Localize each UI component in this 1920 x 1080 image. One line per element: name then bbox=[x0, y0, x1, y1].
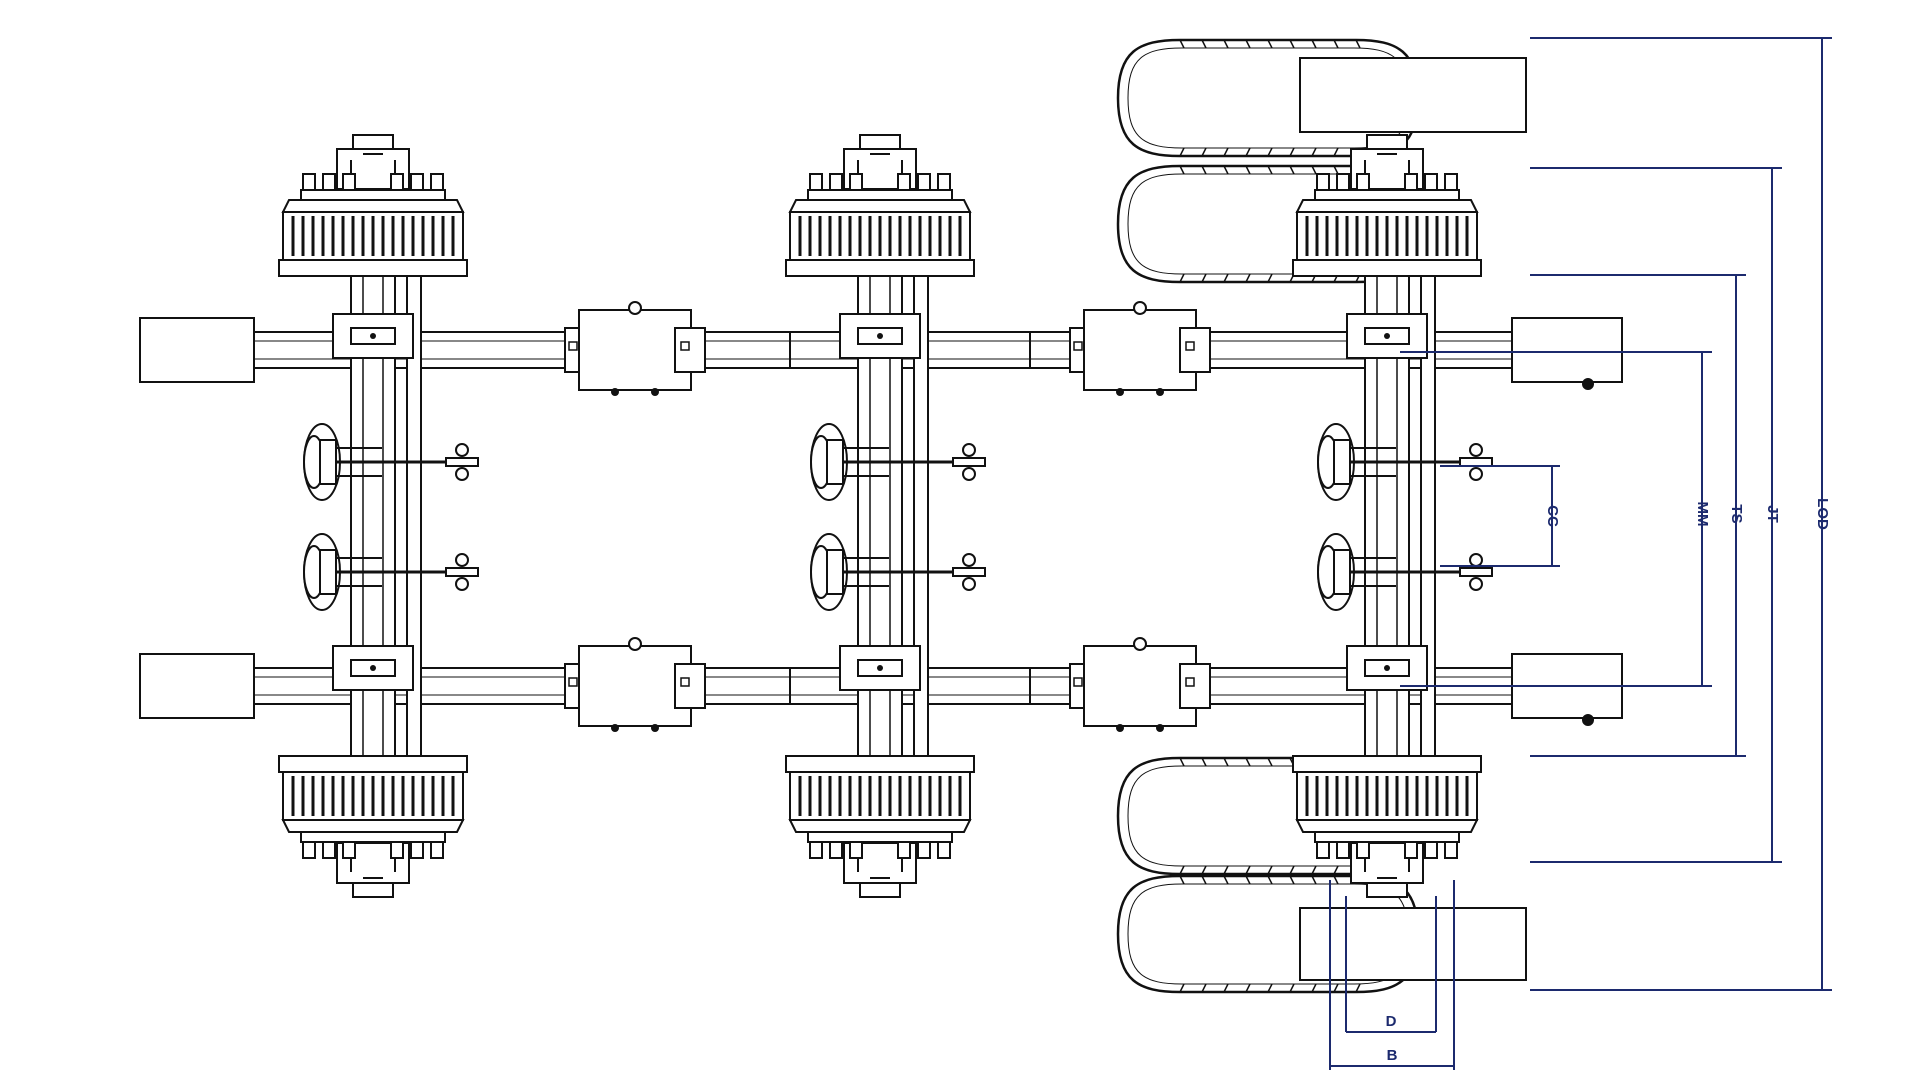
dimension-label-lod: LOD bbox=[1814, 498, 1831, 530]
dimension-label-ts: TS bbox=[1728, 504, 1745, 523]
dimension-label-b: B bbox=[1387, 1047, 1398, 1064]
dimension-label-mm: MM bbox=[1694, 502, 1711, 527]
axle-2 bbox=[784, 133, 987, 899]
dimension-lines bbox=[1329, 37, 1832, 1070]
dimension-label-jt: JT bbox=[1764, 505, 1781, 523]
axle-3 bbox=[1116, 38, 1527, 994]
dimension-label-d: D bbox=[1386, 1013, 1397, 1030]
dimension-label-cc: CC bbox=[1544, 505, 1561, 527]
axle-1 bbox=[277, 133, 480, 899]
